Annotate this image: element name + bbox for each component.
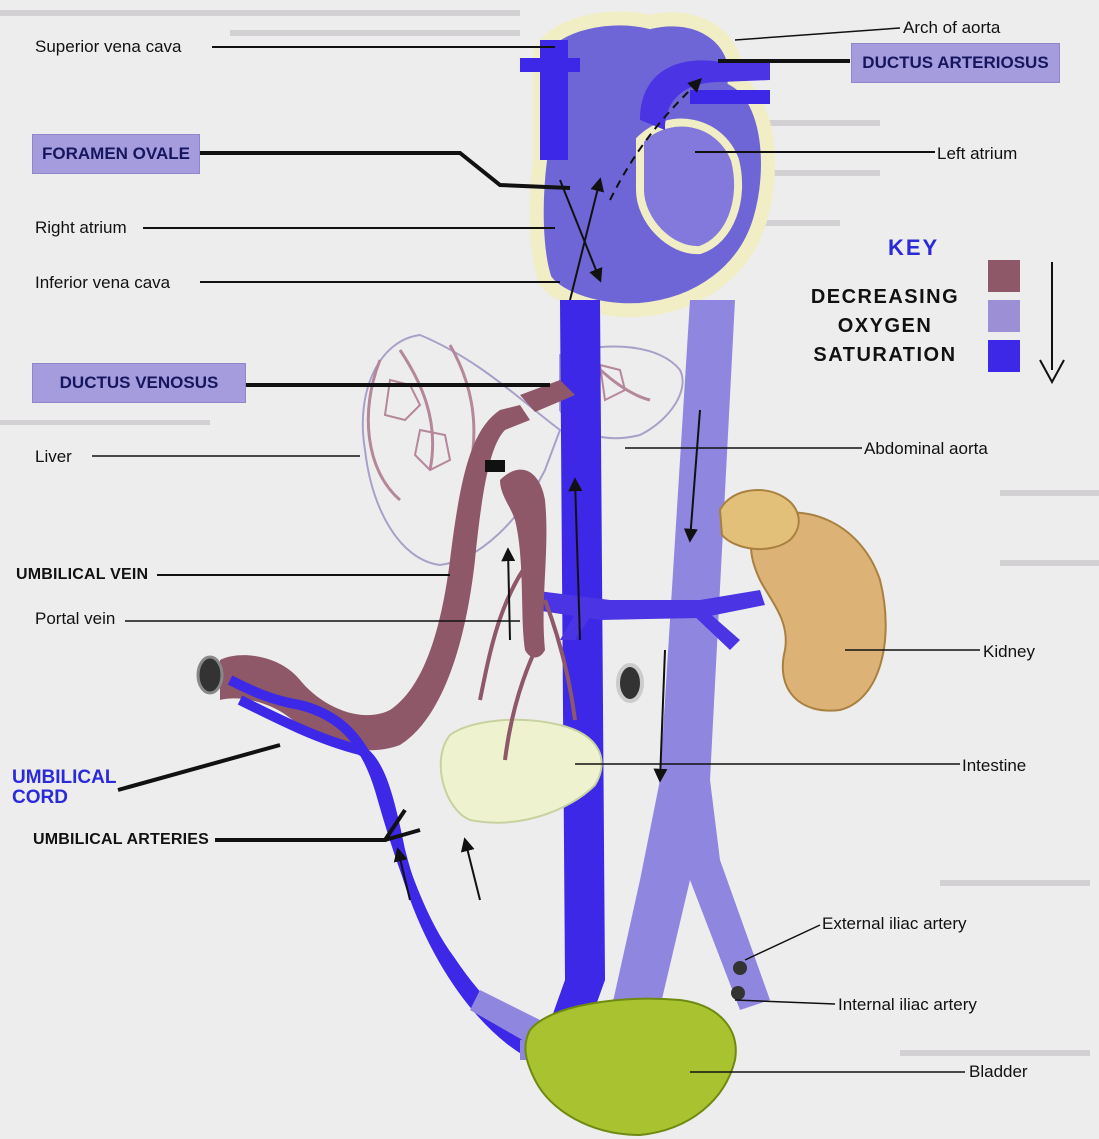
label-ductus-venosus: DUCTUS VENOSUS bbox=[32, 363, 246, 403]
key-swatch-high bbox=[988, 340, 1020, 372]
label-foramen-ovale: FORAMEN OVALE bbox=[32, 134, 200, 174]
label-umbilical-cord-line1: UMBILICAL bbox=[12, 768, 116, 788]
heart-chamber-left bbox=[640, 123, 738, 251]
portal-vein-vessel bbox=[500, 470, 546, 658]
label-liver: Liver bbox=[35, 447, 72, 467]
label-internal-iliac-artery: Internal iliac artery bbox=[838, 995, 977, 1015]
key-line-decreasing: DECREASING bbox=[790, 286, 980, 309]
label-intestine: Intestine bbox=[962, 756, 1026, 776]
key-line-saturation: SATURATION bbox=[790, 344, 980, 367]
key-decreasing-arrow bbox=[1040, 262, 1064, 382]
label-umbilical-cord: UMBILICAL CORD bbox=[12, 768, 116, 808]
label-umbilical-arteries: UMBILICAL ARTERIES bbox=[33, 830, 209, 850]
key-swatch-mid bbox=[988, 300, 1020, 332]
label-abdominal-aorta: Abdominal aorta bbox=[864, 439, 988, 459]
label-bladder: Bladder bbox=[969, 1062, 1028, 1082]
key-line-oxygen: OXYGEN bbox=[790, 315, 980, 338]
label-arch-of-aorta: Arch of aorta bbox=[903, 18, 1000, 38]
key-title: KEY bbox=[888, 235, 939, 261]
label-inferior-vena-cava: Inferior vena cava bbox=[35, 273, 170, 293]
label-ductus-arteriosus: DUCTUS ARTERIOSUS bbox=[851, 43, 1060, 83]
inferior-vena-cava-vessel bbox=[540, 300, 605, 1050]
bladder bbox=[525, 999, 735, 1135]
label-left-atrium: Left atrium bbox=[937, 144, 1017, 164]
label-right-atrium: Right atrium bbox=[35, 218, 127, 238]
label-superior-vena-cava: Superior vena cava bbox=[35, 37, 181, 57]
label-umbilical-cord-line2: CORD bbox=[12, 788, 116, 808]
label-umbilical-vein: UMBILICAL VEIN bbox=[16, 565, 148, 585]
umbilical-cord-end bbox=[198, 657, 222, 693]
label-external-iliac-artery: External iliac artery bbox=[822, 914, 967, 934]
label-portal-vein: Portal vein bbox=[35, 609, 115, 629]
label-kidney: Kidney bbox=[983, 642, 1035, 662]
key-swatch-low bbox=[988, 260, 1020, 292]
